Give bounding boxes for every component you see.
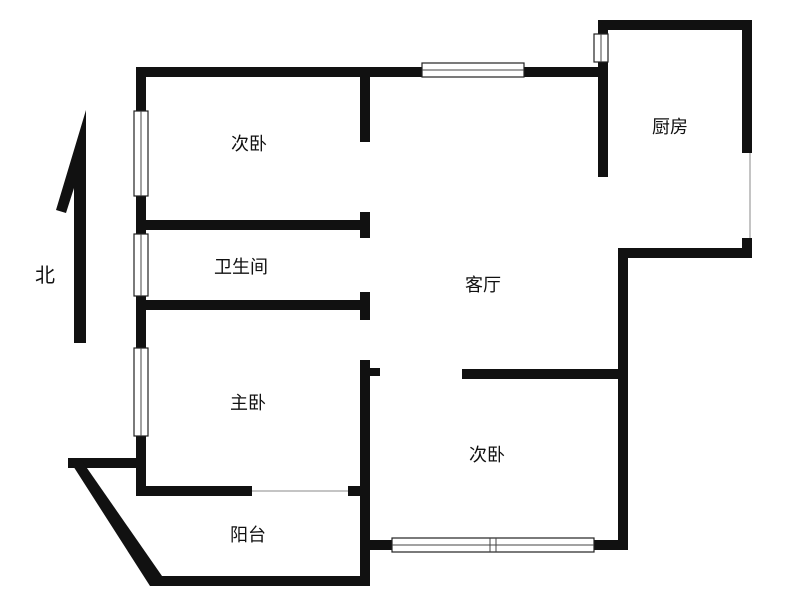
north-arrow bbox=[56, 110, 86, 343]
wall-bedroom-bottom-top bbox=[462, 369, 628, 379]
wall-bottom-right bbox=[594, 540, 628, 550]
wall-kitchen-right-stub bbox=[742, 238, 752, 256]
windows bbox=[133, 33, 751, 553]
wall-left-top bbox=[136, 67, 146, 111]
wall-master-bottom-left bbox=[136, 486, 252, 496]
wall-bath-bottom bbox=[136, 300, 370, 310]
window-kitchen-small bbox=[593, 33, 609, 63]
window-top bbox=[421, 62, 525, 78]
window-bottom bbox=[391, 537, 595, 553]
wall-master-bottom-right bbox=[348, 486, 370, 496]
north-arrow-icon bbox=[56, 110, 86, 343]
wall-kitchen-left-lower bbox=[598, 62, 608, 177]
wall-kitchen-bottom bbox=[618, 248, 752, 258]
wall-balcony-bottom bbox=[150, 576, 370, 586]
wall-bath-top-stub bbox=[360, 212, 370, 238]
wall-bath-top bbox=[136, 220, 370, 230]
wall-bath-bottom-stub bbox=[360, 292, 370, 320]
window-left-master bbox=[133, 347, 149, 437]
wall-top-left bbox=[136, 67, 422, 77]
wall-left-seg2 bbox=[136, 196, 146, 234]
wall-balcony-diagonal bbox=[68, 458, 162, 586]
wall-bedroom-top-right bbox=[360, 67, 370, 142]
wall-master-right bbox=[360, 360, 370, 496]
window-left-bathroom bbox=[133, 233, 149, 297]
room-label-bedroom-bottom: 次卧 bbox=[469, 445, 505, 466]
room-label-kitchen: 厨房 bbox=[652, 117, 688, 138]
wall-kitchen-left bbox=[598, 20, 608, 34]
wall-balcony-top bbox=[68, 458, 146, 468]
interior-walls bbox=[136, 67, 628, 496]
room-label-balcony: 阳台 bbox=[230, 525, 266, 546]
room-label-bedroom-top: 次卧 bbox=[231, 134, 267, 155]
room-label-master-bedroom: 主卧 bbox=[230, 393, 266, 414]
wall-kitchen-top bbox=[598, 20, 752, 30]
wall-master-right-stub bbox=[360, 368, 380, 376]
north-label: 北 bbox=[35, 263, 55, 287]
room-label-bathroom: 卫生间 bbox=[214, 257, 268, 278]
outer-walls bbox=[68, 20, 752, 586]
wall-bottom-left bbox=[360, 540, 392, 550]
wall-right bbox=[618, 248, 628, 550]
wall-top-mid bbox=[524, 67, 608, 77]
window-left-bedroom bbox=[133, 110, 149, 197]
wall-balcony-right bbox=[360, 492, 370, 586]
wall-kitchen-right bbox=[742, 20, 752, 153]
room-label-living-room: 客厅 bbox=[465, 275, 501, 296]
wall-left-seg3 bbox=[136, 296, 146, 348]
